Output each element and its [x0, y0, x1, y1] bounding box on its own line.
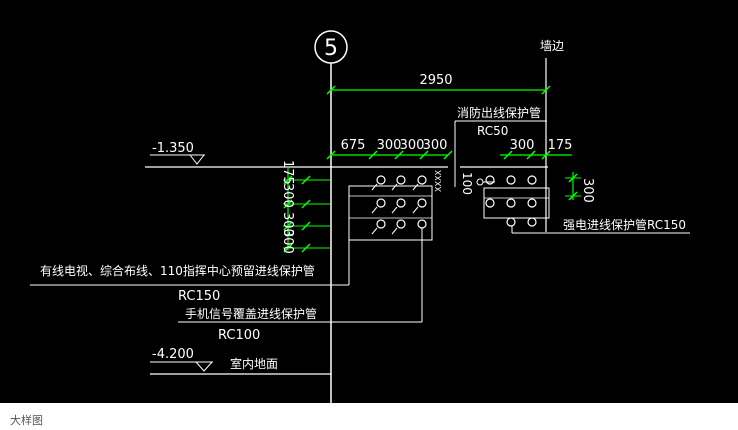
dim-vertical-right: 300 — [565, 172, 595, 203]
fire-conduit-size: RC50 — [477, 124, 508, 138]
cad-drawing: 5 墙边 2950 消防出线保护管 RC50 675 300 300 300 3… — [0, 0, 738, 403]
fire-conduit-label: 消防出线保护管 — [457, 105, 541, 120]
dim-vert-1: 300 — [280, 183, 295, 208]
elevation-top: -1.350 — [145, 141, 548, 168]
dims-right: 300 175 — [500, 138, 573, 160]
dim-vert-0: 175 — [280, 160, 295, 185]
svg-text:XXXX: XXXX — [434, 170, 443, 192]
mobile-conduit-label: 手机信号覆盖进线保护管 — [185, 306, 317, 321]
dims-left: 675 300 300 300 — [326, 138, 453, 160]
mobile-conduit-size: RC100 — [218, 328, 260, 343]
middle-detail: XXXX 100 — [434, 170, 495, 195]
wall-edge-label: 墙边 — [540, 39, 564, 53]
dim-vert-2: 300 — [280, 212, 295, 237]
fire-conduit: 消防出线保护管 RC50 — [454, 105, 547, 187]
wall-edge: 墙边 — [540, 39, 564, 232]
left-conduit-bank — [348, 175, 433, 322]
elevation-top-label: -1.350 — [152, 141, 194, 156]
dim-left-1: 300 — [377, 138, 402, 153]
elevation-bottom: -4.200 室内地面 — [150, 347, 331, 375]
dim-left-0: 675 — [341, 138, 366, 153]
dim-middle: 100 — [460, 172, 474, 195]
floor-label: 室内地面 — [230, 356, 278, 371]
figure-caption: 大样图 — [10, 414, 43, 427]
axis-label: 5 — [324, 36, 338, 61]
dim-vert-3: 300 — [280, 229, 295, 254]
dim-total: 2950 — [326, 73, 551, 95]
dim-total-text: 2950 — [419, 73, 452, 88]
tv-conduit-size: RC150 — [178, 289, 220, 304]
dim-left-2: 300 — [400, 138, 425, 153]
dims-vertical-left: 175 300 300 300 — [280, 160, 330, 254]
power-conduit-label: 强电进线保护管RC150 — [563, 217, 686, 232]
axis-5: 5 — [314, 30, 348, 403]
dim-left-3: 300 — [423, 138, 448, 153]
cad-drawing-svg: 5 墙边 2950 消防出线保护管 RC50 675 300 300 300 3… — [30, 30, 690, 403]
mobile-conduit: 手机信号覆盖进线保护管 RC100 — [178, 306, 422, 343]
elevation-bottom-label: -4.200 — [152, 347, 194, 362]
dim-right-1: 175 — [548, 138, 573, 153]
dim-right-0: 300 — [510, 138, 535, 153]
tv-conduit: 有线电视、综合布线、110指挥中心预留进线保护管 RC150 — [30, 240, 350, 304]
right-conduit-bank: 强电进线保护管RC150 — [483, 175, 690, 234]
tv-conduit-label: 有线电视、综合布线、110指挥中心预留进线保护管 — [40, 263, 315, 278]
dim-vert-right: 300 — [580, 178, 595, 203]
